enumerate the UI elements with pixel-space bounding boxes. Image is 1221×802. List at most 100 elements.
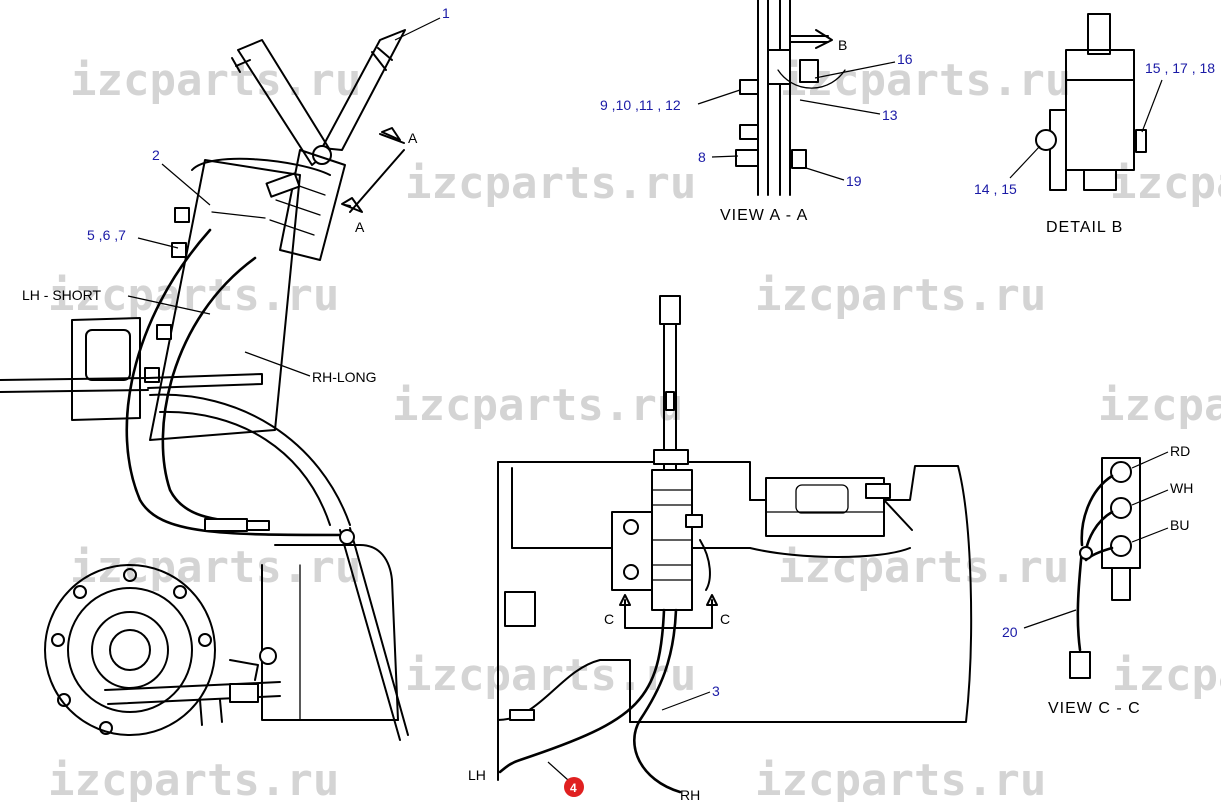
leader-line	[697, 89, 741, 105]
rh-cable-label: RH	[680, 787, 700, 802]
fender-arc	[159, 410, 331, 526]
section-a-label: A	[355, 219, 365, 235]
view-aa-nut	[739, 124, 759, 140]
view-cc-labels: RD WH BU 20 VIEW C - C	[1002, 443, 1193, 717]
leader-line	[1023, 609, 1077, 629]
bracket-hole	[623, 519, 639, 535]
arrow-a-top	[381, 127, 401, 141]
section-tick	[344, 133, 405, 207]
linkage-block	[229, 683, 259, 703]
watermark-text: izcparts.ru	[1110, 158, 1221, 209]
lh-cable-label: LH	[468, 767, 486, 783]
leader-line	[161, 163, 211, 206]
console-window	[85, 329, 131, 381]
watermarks: izcparts.ru izcparts.ru izcparts.ru izcp…	[48, 55, 1221, 802]
rod-clip	[665, 391, 675, 411]
leader-line	[1131, 451, 1169, 469]
terminal-rd	[1110, 461, 1132, 483]
leader-line	[1141, 79, 1163, 133]
bu-label: BU	[1170, 517, 1189, 533]
leader-line	[127, 295, 211, 315]
cable-lh	[498, 608, 666, 774]
linkage-spring	[229, 659, 259, 681]
section-line-a	[349, 149, 405, 213]
callout-16: 16	[897, 51, 913, 67]
leader-line	[394, 17, 441, 41]
cable-connector	[246, 520, 270, 531]
rod-cap	[659, 295, 681, 325]
view-aa-plates	[757, 0, 791, 196]
fender-arc	[149, 393, 351, 526]
valve-cover-edge	[883, 499, 913, 531]
leader-line	[814, 61, 896, 79]
detail-b-labels: 15 , 17 , 18 14 , 15 DETAIL B	[974, 60, 1215, 236]
lever-right-grip	[371, 47, 393, 71]
watermark-text: izcparts.ru	[778, 542, 1069, 593]
detail-b-screw	[1035, 129, 1057, 151]
section-c-line	[624, 599, 713, 629]
view-aa-nut	[735, 149, 759, 167]
leader-line	[799, 99, 881, 115]
detail-b-title: DETAIL B	[1046, 219, 1123, 236]
watermark-text: izcparts.ru	[48, 755, 339, 802]
main-assembly-left	[0, 29, 409, 741]
bolt-head	[174, 207, 190, 223]
leader-line	[244, 351, 311, 377]
valve-cover	[765, 477, 885, 537]
watermark-text: izcparts.ru	[1112, 650, 1221, 701]
small-bracket	[509, 709, 535, 721]
wire-bundle	[1076, 548, 1084, 652]
tank-outline	[629, 465, 973, 723]
wh-label: WH	[1170, 480, 1193, 496]
callout-14-15: 14 , 15	[974, 181, 1017, 197]
section-c-label: C	[604, 611, 614, 627]
flange-bolt	[123, 568, 137, 582]
control-housing	[279, 149, 346, 261]
rh-long-label: RH-LONG	[312, 369, 377, 385]
watermark-text: izcparts.ru	[755, 270, 1046, 321]
frame-bar	[0, 377, 149, 393]
bolt-head	[171, 242, 187, 258]
cable-down	[339, 529, 401, 741]
switch-wire	[699, 539, 711, 591]
view-aa-nut	[739, 79, 759, 95]
callout-3: 3	[712, 683, 720, 699]
switch-connector	[685, 514, 703, 528]
watermark-text: izcparts.ru	[70, 55, 361, 106]
view-aa-rod	[789, 35, 829, 43]
valve-block	[265, 172, 301, 198]
console-box	[71, 317, 141, 421]
watermark-text: izcparts.ru	[405, 158, 696, 209]
bracket-hole	[623, 564, 639, 580]
flange-bolt	[57, 693, 71, 707]
terminal-block	[1101, 457, 1141, 569]
terminal-bu	[1110, 535, 1132, 557]
callout-1: 1	[442, 5, 450, 21]
section-c-label: C	[720, 611, 730, 627]
control-rod	[663, 309, 677, 471]
leader-line	[137, 237, 179, 249]
view-aa-switch	[799, 59, 819, 83]
leader-line	[805, 167, 845, 181]
wire-plug	[1069, 651, 1091, 679]
leader-line	[711, 155, 739, 158]
callout-9-12: 9 ,10 ,11 , 12	[600, 97, 681, 113]
view-aa-drawing	[735, 0, 846, 196]
valve-cover-window	[795, 484, 849, 514]
callout-15-17-18: 15 , 17 , 18	[1145, 60, 1215, 76]
swing-flange	[44, 564, 216, 736]
callout-2: 2	[152, 147, 160, 163]
lh-short-label: LH - SHORT	[22, 287, 102, 303]
cable-lh-short	[125, 228, 352, 537]
plate-bracket	[211, 211, 266, 219]
leader-line	[1009, 145, 1041, 179]
view-aa-title: VIEW A - A	[720, 207, 808, 224]
linkage-arm	[199, 699, 223, 726]
bolt-head	[144, 367, 160, 383]
pedestal-outline	[261, 564, 399, 721]
callout-8: 8	[698, 149, 706, 165]
mounting-plate	[149, 159, 301, 441]
detail-b-stem	[1087, 13, 1111, 55]
